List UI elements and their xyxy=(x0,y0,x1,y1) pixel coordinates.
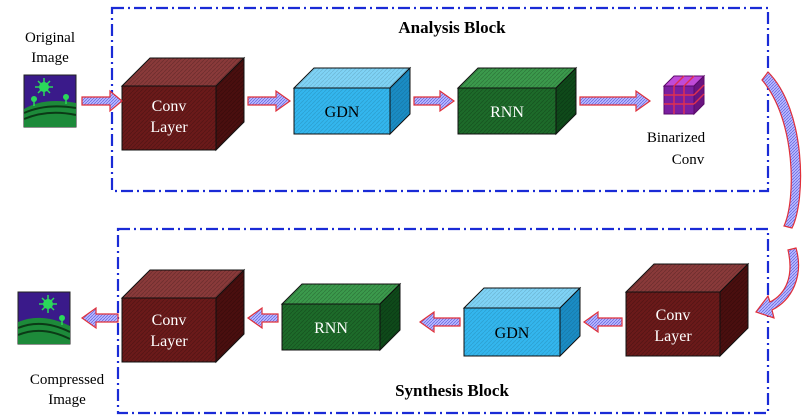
output-label-line2: Image xyxy=(48,392,86,408)
analysis-rnn-label: RNN xyxy=(490,104,524,121)
analysis-gdn-label: GDN xyxy=(325,104,360,121)
analysis-conv-label-line2: Layer xyxy=(150,119,188,136)
input-label-line2: Image xyxy=(31,50,69,66)
binarized-label-line1: Binarized xyxy=(647,130,706,146)
synthesis-conv-layer-block-left xyxy=(120,268,246,364)
synthesis-conv-layer-block-right xyxy=(624,262,750,358)
analysis-conv-layer-block xyxy=(120,56,246,152)
synthesis-rnn-block xyxy=(280,282,402,352)
synthesis-conv1-label-line2: Layer xyxy=(150,333,188,350)
synthesis-conv1-label-line1: Conv xyxy=(152,312,187,329)
curved-arrow-binarized-to-synthesis xyxy=(761,71,802,229)
analysis-gdn-block xyxy=(292,66,412,136)
arrow-gdn-to-rnn xyxy=(413,89,456,113)
binarized-conv-cube xyxy=(662,74,706,116)
arrow-rnn-to-conv xyxy=(246,306,279,330)
synthesis-block-frame xyxy=(116,227,770,415)
synthesis-gdn-label: GDN xyxy=(495,325,530,342)
input-label-line1: Original xyxy=(25,30,75,46)
curved-arrow-lower xyxy=(755,247,800,319)
input-image-icon xyxy=(23,74,77,128)
arrow-rnn-to-binarized xyxy=(579,89,652,113)
synthesis-rnn-label: RNN xyxy=(314,320,348,337)
synthesis-gdn-block xyxy=(462,286,582,358)
arrow-gdn-to-rnn-synthesis xyxy=(418,310,461,334)
analysis-rnn-block xyxy=(456,66,578,136)
output-label-line1: Compressed xyxy=(30,372,105,388)
synthesis-conv2-label-line1: Conv xyxy=(656,307,691,324)
analysis-conv-label-line1: Conv xyxy=(152,98,187,115)
binarized-label-line2: Conv xyxy=(672,152,705,168)
synthesis-conv2-label-line2: Layer xyxy=(654,328,692,345)
arrow-conv-to-gdn-synthesis xyxy=(582,310,623,334)
arrow-conv-to-gdn xyxy=(247,89,292,113)
arrow-input-to-conv xyxy=(81,89,123,113)
arrow-conv-to-output xyxy=(80,306,119,330)
analysis-block-title: Analysis Block xyxy=(398,18,506,37)
output-image-icon xyxy=(17,291,71,345)
synthesis-block-title: Synthesis Block xyxy=(395,381,509,400)
